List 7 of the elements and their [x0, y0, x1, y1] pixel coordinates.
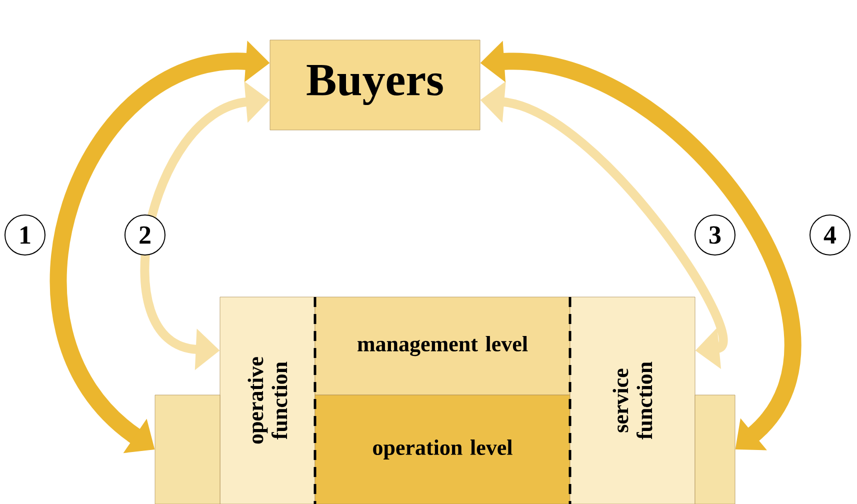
level-cell: operation level [314, 394, 570, 504]
band-box [694, 394, 736, 504]
buyers-box: Buyers [270, 40, 480, 130]
band-box [154, 394, 220, 504]
level-cell: service function [570, 296, 696, 504]
level-cell: operative function [220, 296, 316, 504]
level-cell: management level [314, 296, 570, 396]
